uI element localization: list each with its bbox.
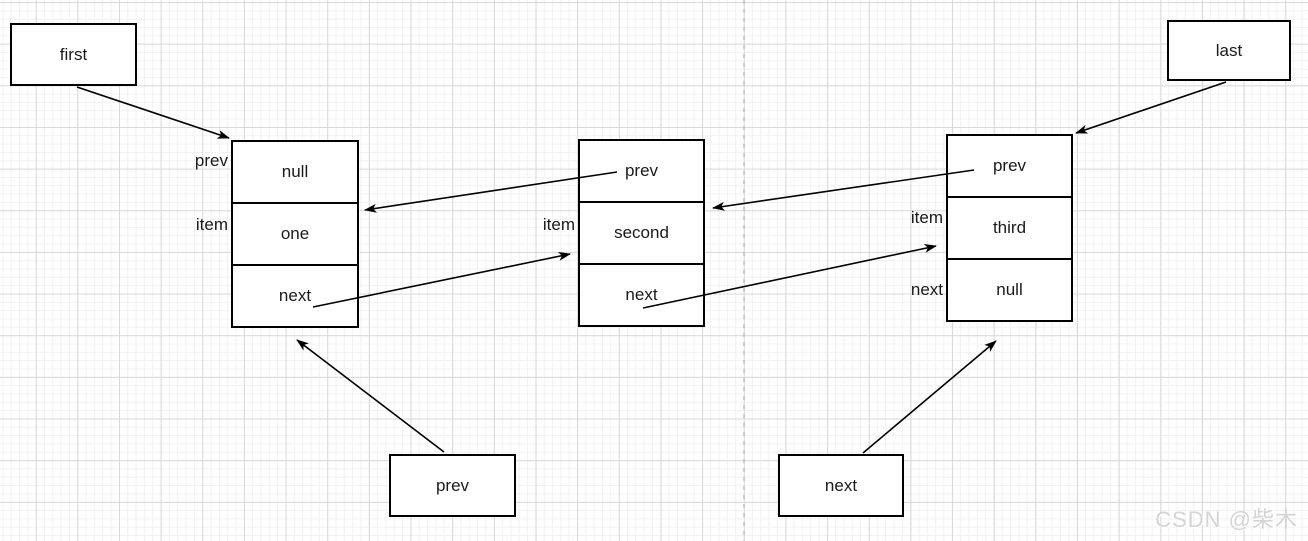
node-second-prev-value: prev [624, 161, 659, 180]
node-third-outer-label-item: item [910, 208, 943, 227]
arrow-next-ref-to-node-third [862, 340, 997, 454]
pointer-box-next-ref: next [778, 454, 904, 517]
pointer-box-prev-ref: prev [389, 454, 516, 517]
node-one-outer-label-prev: prev [194, 151, 228, 170]
csdn-watermark: CSDN @柴木 [1155, 507, 1298, 532]
node-one-prev-value: null [281, 162, 309, 181]
pointer-box-first-label: first [59, 44, 88, 64]
node-third-cell-next: null [946, 258, 1073, 322]
node-one: null one next [231, 140, 359, 328]
pointer-box-next-ref-label: next [824, 475, 858, 495]
arrow-last-to-node-third [1075, 81, 1227, 134]
arrow-node-third-prev-to-node-second [712, 169, 975, 211]
node-third-cell-item: third [946, 196, 1073, 260]
node-one-cell-prev: null [231, 140, 359, 204]
node-one-outer-label-item: item [195, 215, 228, 234]
arrow-prev-ref-to-node-one [296, 339, 445, 453]
node-third-outer-label-next: next [910, 280, 943, 299]
node-one-next-value: next [278, 286, 312, 305]
node-second-cell-item: second [578, 201, 705, 265]
node-second-outer-label-item: item [542, 215, 575, 234]
node-third-null-value: null [996, 280, 1023, 299]
node-second-next-value: next [625, 285, 658, 304]
node-third-cell-prev: prev [946, 134, 1073, 198]
node-second-cell-next: next [578, 263, 705, 327]
pointer-box-last: last [1167, 20, 1291, 81]
node-second-cell-prev: prev [578, 139, 705, 203]
node-second-item-value: second [614, 223, 669, 242]
node-one-item-value: one [280, 224, 310, 243]
node-one-cell-next: next [231, 264, 359, 328]
arrow-first-to-node-one [76, 86, 230, 139]
node-third-item-value: third [992, 218, 1027, 237]
pointer-box-prev-ref-label: prev [435, 475, 470, 495]
pointer-box-first: first [10, 23, 137, 86]
node-third: prev third null [946, 134, 1073, 322]
node-second: prev second next [578, 139, 705, 327]
pointer-box-last-label: last [1215, 40, 1243, 60]
node-one-cell-item: one [231, 202, 359, 266]
node-third-prev-value: prev [992, 156, 1027, 175]
